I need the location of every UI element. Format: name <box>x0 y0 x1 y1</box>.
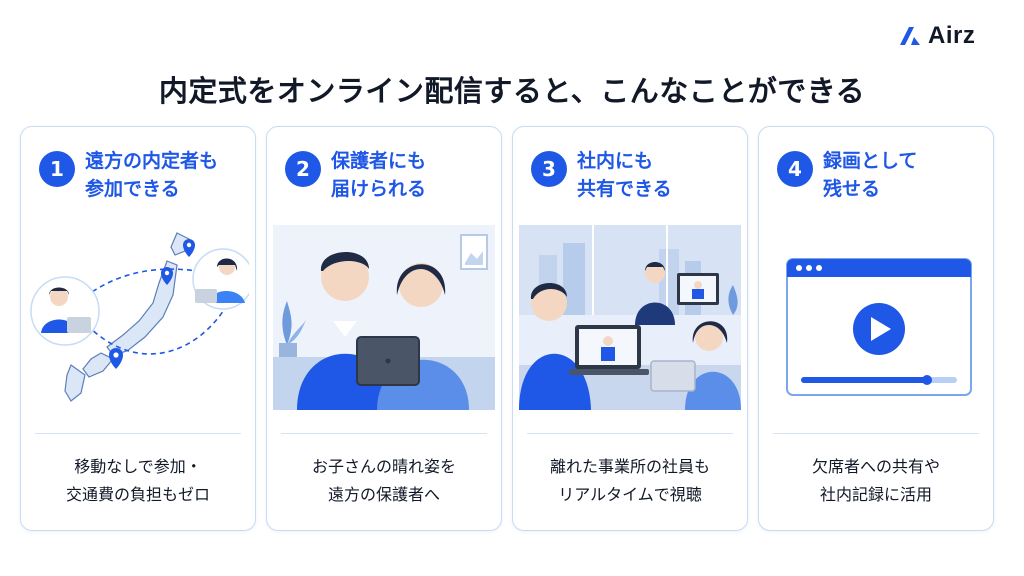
video-player-illustration <box>765 225 987 410</box>
card-header: 1 遠方の内定者も 参加できる <box>39 147 245 203</box>
brand-name: Airz <box>928 22 976 49</box>
card-description-line: 移動なしで参加・ <box>74 457 202 476</box>
airz-logo-icon <box>900 27 920 45</box>
card-header: 4 録画として 残せる <box>777 147 983 203</box>
card-title-line: 残せる <box>823 178 881 200</box>
card-divider <box>281 433 487 434</box>
card-title: 遠方の内定者も 参加できる <box>85 147 218 203</box>
card-description: お子さんの晴れ姿を 遠方の保護者へ <box>267 453 501 509</box>
card-title-line: 共有できる <box>577 178 672 200</box>
card-title: 録画として 残せる <box>823 147 917 203</box>
brand-logo: Airz <box>900 22 975 50</box>
japan-map-illustration <box>27 225 249 410</box>
card-description-line: リアルタイムで視聴 <box>558 485 702 504</box>
card-title: 社内にも 共有できる <box>577 147 672 203</box>
card-number-badge: 1 <box>39 151 75 187</box>
feature-card-internal-sharing: 3 社内にも 共有できる <box>512 126 748 531</box>
japan-map-icon <box>30 232 249 402</box>
card-header: 3 社内にも 共有できる <box>531 147 737 203</box>
card-header: 2 保護者にも 届けられる <box>285 147 491 203</box>
card-description-line: 社内記録に活用 <box>819 485 932 504</box>
parents-tablet-icon <box>273 225 495 410</box>
card-title-line: 録画として <box>823 150 918 172</box>
card-description-line: 欠席者への共有や <box>811 457 940 476</box>
card-description-line: 交通費の負担もゼロ <box>65 485 210 504</box>
card-title: 保護者にも 届けられる <box>331 147 426 203</box>
card-divider <box>773 433 979 434</box>
feature-card-remote-participation: 1 遠方の内定者も 参加できる <box>20 126 256 531</box>
card-title-line: 遠方の内定者も <box>85 150 219 172</box>
office-viewing-icon <box>519 225 741 410</box>
page-title: 内定式をオンライン配信すると、こんなことができる <box>158 74 866 108</box>
card-title-line: 社内にも <box>577 150 654 172</box>
feature-cards: 1 遠方の内定者も 参加できる <box>20 126 1004 531</box>
card-title-line: 保護者にも <box>331 150 427 172</box>
card-description: 欠席者への共有や 社内記録に活用 <box>759 453 993 509</box>
card-divider <box>527 433 733 434</box>
feature-card-recording: 4 録画として 残せる 欠席者への共有や 社内記録に活用 <box>758 126 994 531</box>
card-description-line: 離れた事業所の社員も <box>549 457 710 476</box>
card-description: 移動なしで参加・ 交通費の負担もゼロ <box>21 453 255 509</box>
office-illustration <box>519 225 741 410</box>
video-player-icon <box>786 258 972 396</box>
card-number-badge: 2 <box>285 151 321 187</box>
card-title-line: 参加できる <box>85 178 180 200</box>
parents-illustration <box>273 225 495 410</box>
card-title-line: 届けられる <box>331 178 427 200</box>
card-divider <box>35 433 241 434</box>
feature-card-parents: 2 保護者にも 届けられる <box>266 126 502 531</box>
card-number-badge: 3 <box>531 151 567 187</box>
card-description-line: お子さんの晴れ姿を <box>311 457 456 476</box>
card-description: 離れた事業所の社員も リアルタイムで視聴 <box>513 453 747 509</box>
card-number-badge: 4 <box>777 151 813 187</box>
card-description-line: 遠方の保護者へ <box>327 485 440 504</box>
